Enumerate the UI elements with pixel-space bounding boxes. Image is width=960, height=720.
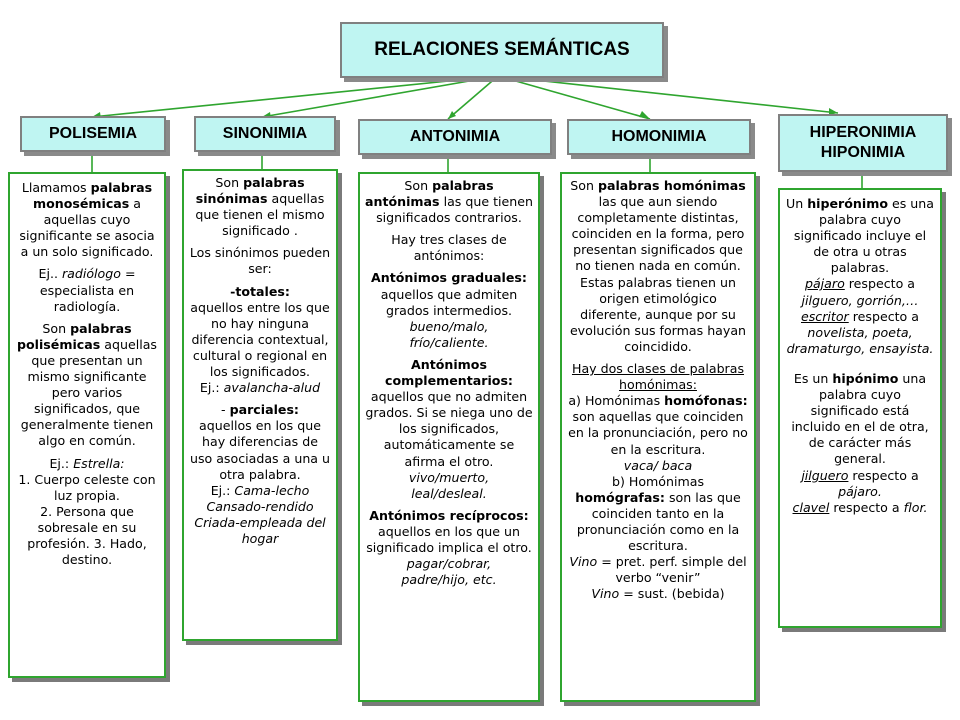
panel-polisemia: Llamamos palabras monosémicas a aquellas…: [8, 172, 166, 678]
hiperonimo-definition: Un hiperónimo es una palabra cuyo signif…: [786, 196, 934, 356]
polisemia-example-1: Ej.. radiólogo = especialista en radiolo…: [38, 266, 136, 314]
sinonimia-totales: -totales:aquellos entre los que no hay n…: [190, 283, 330, 396]
sinonimia-parciales: - parciales:aquellos en los que hay dife…: [189, 402, 331, 546]
sinonimia-types-intro: Los sinónimos pueden ser:: [189, 245, 331, 277]
header-homonimia-label: HOMONIMIA: [611, 128, 707, 145]
panel-antonimia: Son palabras antónimas las que tienen si…: [358, 172, 540, 702]
homonimia-types: Hay dos clases de palabras homónimas: a)…: [568, 361, 748, 602]
arrow-homonimia: [639, 111, 650, 119]
connector-antonimia: [447, 75, 499, 120]
header-hiperonimia-label: HIPERONIMIA HIPONIMIA: [810, 123, 917, 163]
connector-polisemia: [91, 75, 499, 118]
sinonimia-definition: Son palabras sinónimas aquellas que tien…: [195, 175, 325, 239]
panel-sinonimia: Son palabras sinónimas aquellas que tien…: [182, 169, 338, 641]
header-sinonimia-label: SINONIMIA: [222, 125, 308, 142]
panel-hiperonimia: Un hiperónimo es una palabra cuyo signif…: [778, 188, 942, 628]
header-hiperonimia-line1: HIPERONIMIA: [809, 124, 917, 141]
arrow-hiperonimia: [829, 108, 838, 115]
connector-hiperonimia: [497, 75, 839, 114]
hiponimo-definition: Es un hipónimo una palabra cuyo signific…: [791, 370, 929, 515]
antonimia-types-intro: Hay tres clases de antónimos:: [391, 232, 507, 264]
header-polisemia-label: POLISEMIA: [48, 125, 137, 142]
header-polisemia: POLISEMIA: [20, 116, 166, 152]
panel-homonimia: Son palabras homónimas las que aun siend…: [560, 172, 756, 702]
diagram-title: RELACIONES SEMÁNTICAS: [340, 22, 664, 78]
header-antonimia-label: ANTONIMIA: [409, 128, 501, 145]
header-hiponimia-line2: HIPONIMIA: [820, 144, 906, 161]
polisemia-example-2: Ej.: Estrella:1. Cuerpo celeste con luz …: [18, 455, 156, 568]
antonimia-complementarios: Antónimos complementarios: aquellos que …: [365, 356, 533, 501]
header-hiperonimia: HIPERONIMIA HIPONIMIA: [778, 114, 948, 172]
antonimia-definition: Son palabras antónimas las que tienen si…: [365, 178, 533, 226]
polisemia-monosemic-definition: Llamamos palabras monosémicas a aquellas…: [19, 180, 155, 260]
antonimia-reciprocos: Antónimos recíprocos: aquellos en los qu…: [366, 507, 532, 588]
homonimia-definition: Son palabras homónimas las que aun siend…: [569, 178, 747, 354]
header-homonimia: HOMONIMIA: [567, 119, 751, 155]
connector-homonimia: [497, 75, 651, 120]
header-sinonimia: SINONIMIA: [194, 116, 336, 152]
arrow-antonimia: [448, 111, 456, 119]
header-antonimia: ANTONIMIA: [358, 119, 552, 155]
connector-sinonimia: [261, 75, 499, 118]
antonimia-graduales: Antónimos graduales: aquellos que admite…: [371, 270, 527, 350]
polisemia-polysemic-definition: Son palabras polisémicas aquellas que pr…: [17, 320, 157, 449]
